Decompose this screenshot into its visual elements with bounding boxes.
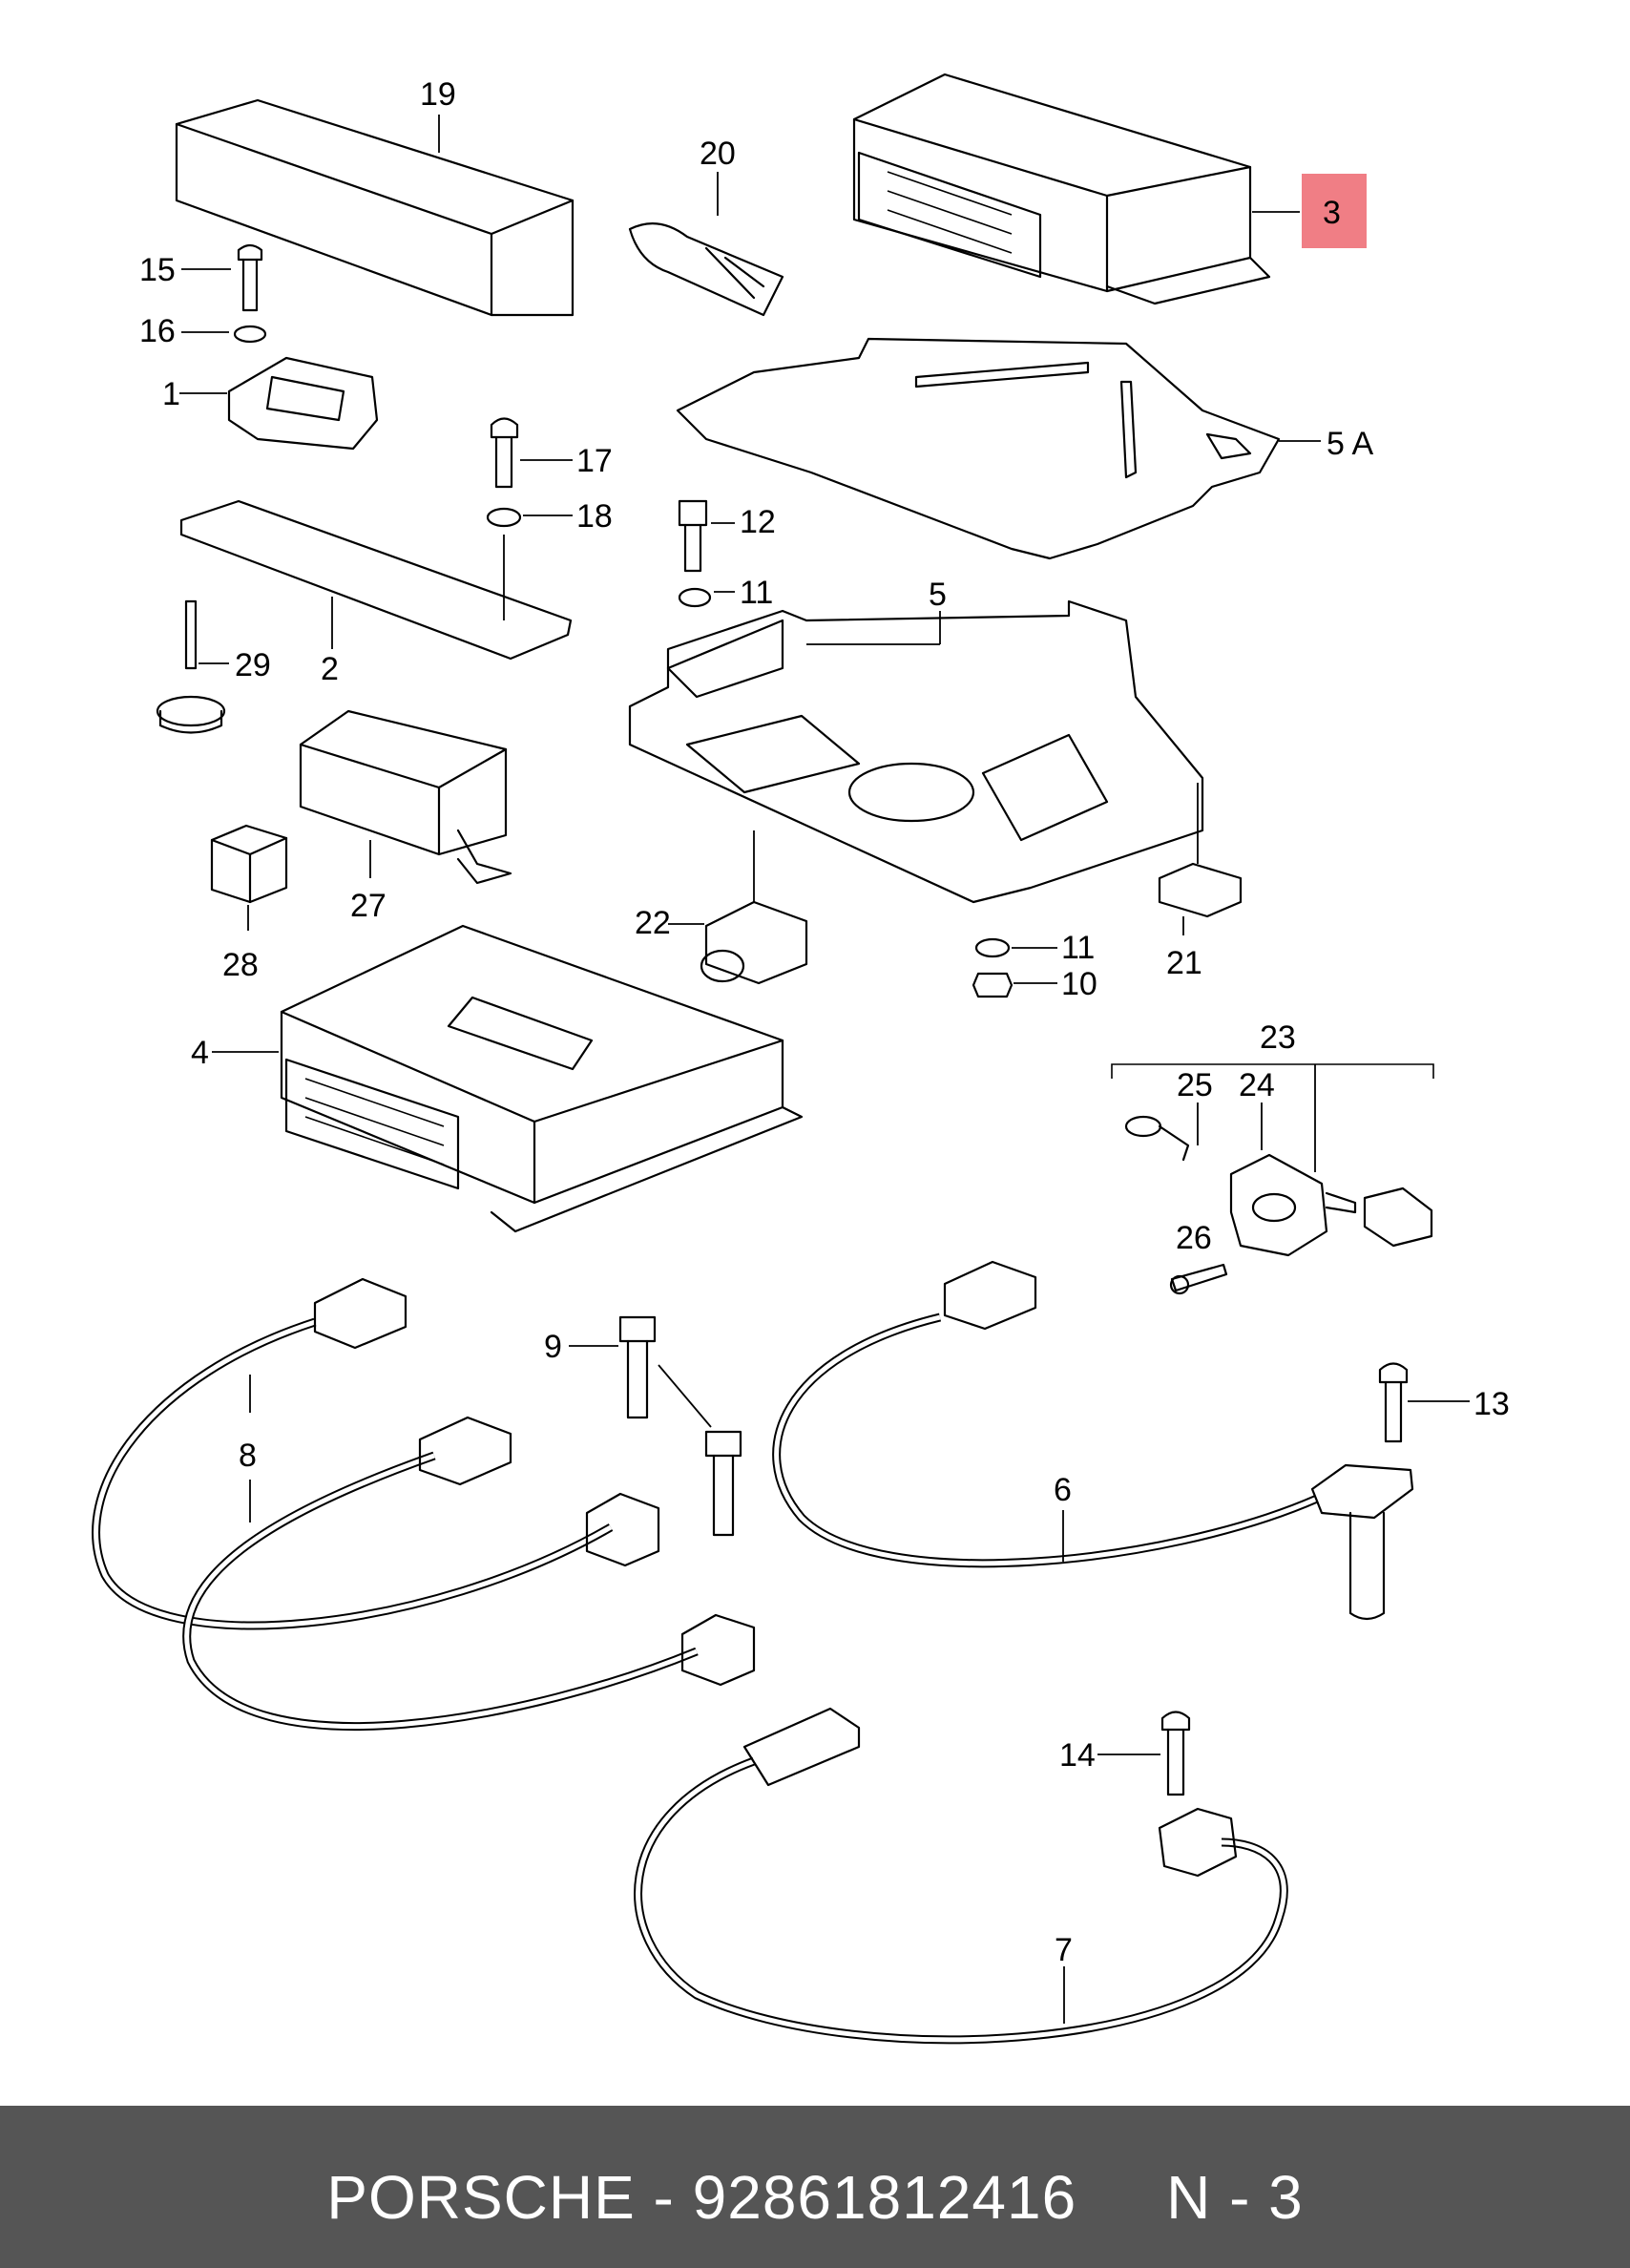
part-5a-mounting-plate[interactable] <box>676 337 1321 560</box>
callout-7: 7 <box>1055 1932 1073 1968</box>
part-14-screw[interactable] <box>1097 1711 1191 1796</box>
callout-19: 19 <box>420 76 456 113</box>
callout-9: 9 <box>544 1329 562 1365</box>
part-13-screw[interactable] <box>1378 1362 1470 1443</box>
callout-22: 22 <box>635 905 671 941</box>
part-20-grease-tube[interactable] <box>628 172 784 317</box>
callout-8: 8 <box>239 1438 257 1474</box>
highlight-marker-part-3[interactable] <box>1302 174 1367 248</box>
callout-15: 15 <box>139 252 176 288</box>
part-28-relay[interactable] <box>210 824 288 931</box>
callout-18: 18 <box>576 498 613 535</box>
part-7-reference-sensor[interactable] <box>634 1707 1288 2045</box>
part-5-bracket[interactable] <box>628 599 1204 904</box>
part-11-washer-bottom[interactable] <box>974 937 1057 958</box>
callout-28: 28 <box>222 947 259 983</box>
part-26-screw[interactable] <box>1169 1263 1228 1295</box>
callout-16: 16 <box>139 313 176 349</box>
part-10-nut[interactable] <box>972 972 1057 998</box>
part-9-bolts[interactable] <box>569 1315 742 1537</box>
part-23-group-bracket <box>1111 1063 1434 1172</box>
callout-10: 10 <box>1061 966 1097 1002</box>
callout-25: 25 <box>1177 1067 1213 1103</box>
part-21-connector[interactable] <box>1158 783 1243 935</box>
callout-2: 2 <box>321 651 339 687</box>
callout-20: 20 <box>700 136 736 172</box>
part-2-strip[interactable] <box>179 499 573 661</box>
part-17-screw[interactable] <box>490 417 573 489</box>
callout-14: 14 <box>1059 1737 1096 1774</box>
callout-26: 26 <box>1176 1220 1212 1256</box>
callout-5: 5 <box>929 577 947 613</box>
part-15-screw[interactable] <box>181 243 263 312</box>
callout-5a: 5 A <box>1327 426 1373 462</box>
part-29-pin-damper[interactable] <box>156 599 229 734</box>
callout-17: 17 <box>576 443 613 479</box>
callout-23: 23 <box>1260 1019 1296 1056</box>
part-25-clip[interactable] <box>1124 1102 1199 1162</box>
part-22-sensor[interactable] <box>668 830 808 985</box>
callout-29: 29 <box>235 647 271 683</box>
part-8-knock-sensor-harness[interactable] <box>92 1277 756 1731</box>
footer-bar: PORSCHE - 92861812416 N - 3 <box>0 2106 1630 2268</box>
callout-4: 4 <box>191 1035 209 1071</box>
part-3-control-unit[interactable] <box>852 73 1300 305</box>
part-4-control-unit[interactable] <box>212 924 804 1233</box>
part-1-ignition-module[interactable] <box>179 356 379 451</box>
part-11-washer-top[interactable] <box>678 587 735 608</box>
footer-part-info: PORSCHE - 92861812416 N - 3 <box>326 2163 1304 2232</box>
part-12-bolt[interactable] <box>678 499 735 573</box>
callout-1: 1 <box>162 376 180 412</box>
callout-24: 24 <box>1239 1067 1275 1103</box>
callout-21: 21 <box>1166 945 1202 981</box>
part-27-relay-box[interactable] <box>299 709 512 885</box>
part-24-sensor-assembly[interactable] <box>1229 1102 1433 1257</box>
callout-3[interactable]: 3 <box>1323 195 1341 231</box>
part-19-cover[interactable] <box>175 98 575 317</box>
callout-11-bottom: 11 <box>1061 930 1095 966</box>
part-18-washer[interactable] <box>486 507 573 528</box>
part-6-speed-sensor[interactable] <box>772 1260 1414 1621</box>
callout-12: 12 <box>740 504 776 540</box>
callout-11-top: 11 <box>740 575 773 611</box>
callout-13: 13 <box>1473 1386 1510 1422</box>
part-16-washer[interactable] <box>181 325 267 344</box>
callout-27: 27 <box>350 888 387 924</box>
callout-6: 6 <box>1054 1472 1072 1508</box>
